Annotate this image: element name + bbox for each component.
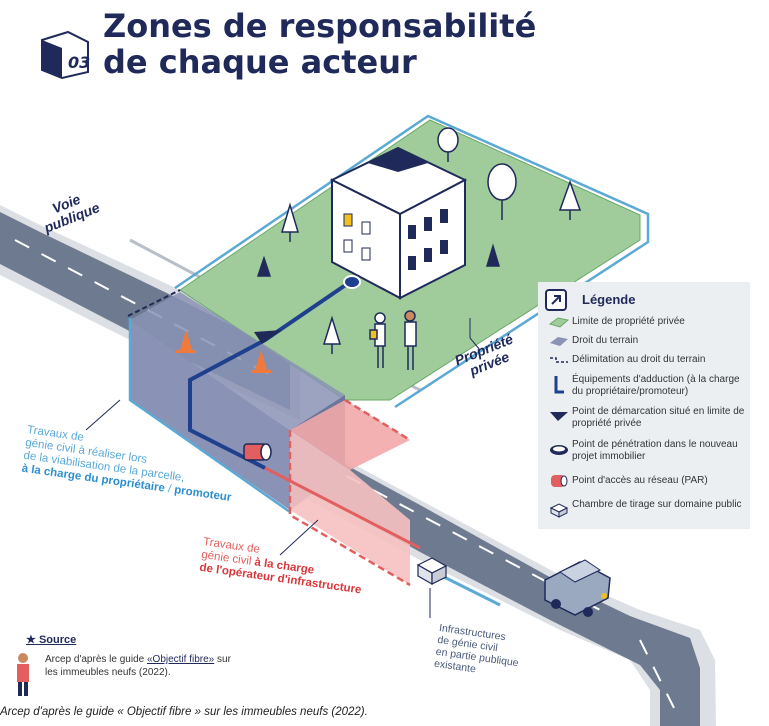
caption: Arcep d'après le guide « Objectif fibre … (0, 706, 368, 718)
legend-panel: Légende Limite de propriété privée Droit… (538, 282, 750, 529)
source-text: Arcep d'après le guide «Objectif fibre» … (45, 654, 231, 678)
green-plot-icon (548, 317, 570, 328)
source-title: ★ Source (26, 634, 77, 646)
legend-item-par: Point d'accès au réseau (PAR) (572, 475, 708, 486)
public-road-lower (290, 430, 716, 726)
title-line-2: de chaque acteur (103, 43, 417, 81)
legend-item-penetration: Point de pénétration dans le nouveau pro… (572, 439, 738, 462)
duct-icon (554, 376, 564, 394)
leader-property (469, 318, 481, 351)
legend-arrow-icon (545, 289, 567, 311)
penetration-ellipse-icon (550, 445, 568, 455)
legend-item-delimitation: Délimitation au droit du terrain (572, 354, 706, 365)
car (544, 559, 611, 617)
trees (256, 127, 582, 354)
operator-works-zone (288, 398, 411, 587)
source-link[interactable]: «Objectif fibre» (146, 654, 215, 665)
workers-illustration (369, 310, 417, 370)
demarcation-triangle-icon (550, 412, 568, 421)
adduction-duct (188, 280, 352, 470)
demarcation-point-icon (254, 330, 282, 344)
penetration-point-icon (343, 275, 361, 289)
chamber-box (416, 557, 448, 586)
title-line-1: Zones de responsabilité (103, 7, 537, 45)
boundary-line-icon (550, 357, 568, 363)
legend-item-demarcation: Point de démarcation situé en limite de … (572, 406, 745, 429)
section-number: 03 (68, 53, 90, 72)
traffic-cones (176, 330, 271, 373)
star-icon: ★ (26, 634, 36, 646)
legend-item-limite: Limite de propriété privée (572, 316, 685, 327)
leader-owner (85, 399, 121, 431)
section-number-badge: 03 (41, 30, 90, 80)
legend-item-droit: Droit du terrain (572, 335, 639, 346)
par-cylinder-icon (243, 443, 272, 461)
legend-item-equipements: Équipements d'adduction (à la charge du … (572, 374, 740, 397)
grey-plot-icon (550, 337, 568, 346)
building (329, 146, 468, 300)
leader-operator (279, 519, 319, 556)
red-cylinder-icon (551, 475, 568, 487)
page-title: Zones de responsabilité de chaque acteur (103, 8, 536, 80)
source-person-icon (17, 653, 29, 696)
operator-duct (264, 466, 421, 550)
legend-title: Légende (582, 292, 636, 307)
chamber-box-icon (549, 503, 569, 518)
legend-item-chambre: Chambre de tirage sur domaine public (572, 499, 742, 510)
